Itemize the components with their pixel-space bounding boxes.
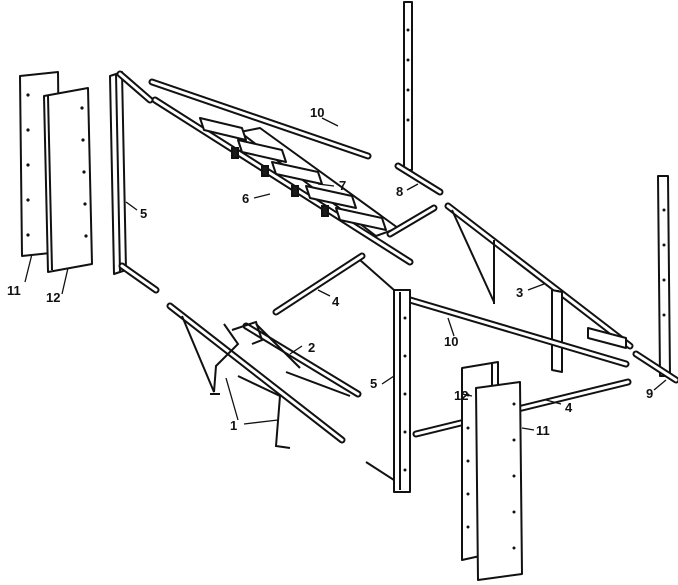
callout-5-left: 5 bbox=[140, 206, 147, 221]
callout-2: 2 bbox=[308, 340, 315, 355]
rod-10-top bbox=[148, 78, 372, 160]
panel-12-left bbox=[43, 87, 93, 273]
frame-3 bbox=[444, 202, 634, 373]
callout-11-left: 11 bbox=[7, 283, 21, 298]
callout-6: 6 bbox=[242, 191, 249, 206]
callout-5-center: 5 bbox=[370, 376, 377, 391]
brace-4-left bbox=[272, 252, 366, 316]
callout-11-right: 11 bbox=[536, 423, 550, 438]
callout-3: 3 bbox=[516, 285, 523, 300]
callouts: 10 7 6 5 8 11 12 4 3 10 2 5 12 4 11 9 1 bbox=[7, 105, 653, 438]
post-9 bbox=[632, 175, 678, 384]
frame-1 bbox=[166, 302, 346, 449]
callout-12-right: 12 bbox=[454, 388, 468, 403]
callout-10-right: 10 bbox=[444, 334, 458, 349]
callout-12-left: 12 bbox=[46, 290, 60, 305]
upright-5-center bbox=[359, 259, 411, 493]
callout-10-top: 10 bbox=[310, 105, 324, 120]
upright-5-left bbox=[109, 70, 160, 294]
callout-8: 8 bbox=[396, 184, 403, 199]
callout-4-right: 4 bbox=[565, 400, 573, 415]
callout-9: 9 bbox=[646, 386, 653, 401]
panel-11-right bbox=[475, 381, 523, 581]
callout-7: 7 bbox=[339, 178, 346, 193]
brace-4-right bbox=[412, 378, 632, 438]
bracket-2 bbox=[231, 320, 362, 398]
rod-10-right bbox=[406, 296, 630, 368]
post-8 bbox=[394, 1, 444, 196]
leader-lines bbox=[24, 117, 667, 431]
callout-4-center: 4 bbox=[332, 294, 340, 309]
callout-1: 1 bbox=[230, 418, 237, 433]
ladder-frame-6-7 bbox=[151, 96, 438, 266]
